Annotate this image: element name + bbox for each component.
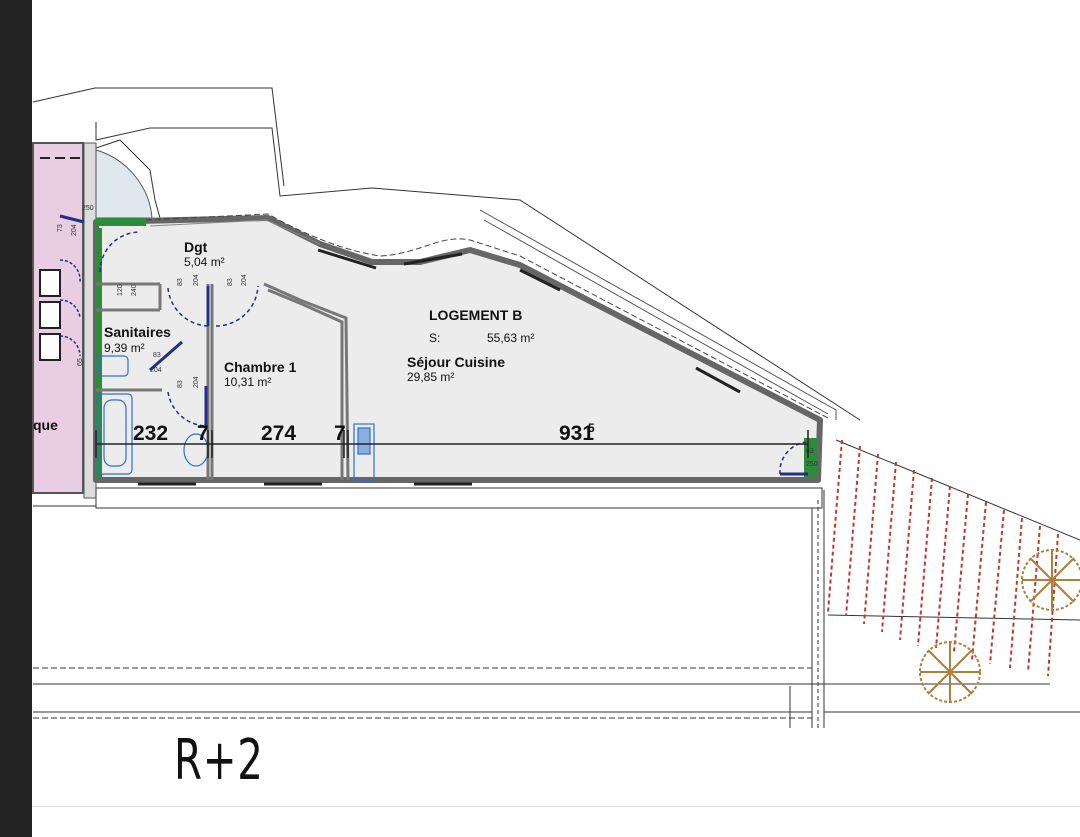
door-mark: 83 xyxy=(177,278,184,286)
door-mark: 83 xyxy=(177,380,184,388)
dimension-931-sup: 5 xyxy=(588,421,595,435)
room-area-sejour: 29,85 m² xyxy=(407,370,454,384)
door-mark: 204 xyxy=(71,224,78,236)
level-label: R+2 xyxy=(174,728,264,793)
tree-icon xyxy=(919,641,981,703)
door-mark: 83 xyxy=(227,278,234,286)
unit-floor xyxy=(93,215,823,483)
door-mark: 204 xyxy=(150,367,162,374)
door-mark: 120 xyxy=(117,284,124,296)
roof-outline xyxy=(32,87,285,187)
bottom-divider xyxy=(32,806,1080,807)
door-mark: 65 xyxy=(77,358,84,366)
door-mark: 63 xyxy=(806,448,814,455)
windows xyxy=(138,248,741,486)
room-name-sejour: Séjour Cuisine xyxy=(407,354,505,370)
dimension-274: 274 xyxy=(261,422,296,445)
dimension-931: 931 xyxy=(559,422,594,445)
storage xyxy=(39,269,61,361)
dimension-232: 232 xyxy=(133,422,168,445)
terrace-hatch xyxy=(827,439,1059,677)
unit-title: LOGEMENT B xyxy=(429,307,522,323)
room-name-sanitaires: Sanitaires xyxy=(104,324,171,340)
roof-band xyxy=(145,213,829,419)
door-mark: 250 xyxy=(806,461,818,468)
green-mark xyxy=(96,218,146,226)
room-area-chambre: 10,31 m² xyxy=(224,375,271,389)
room-area-dgt: 5,04 m² xyxy=(184,255,225,269)
door-mark: 204 xyxy=(193,376,200,388)
green-mark-left xyxy=(96,228,102,478)
surface-value: 55,63 m² xyxy=(487,331,534,345)
roof-outline-2 xyxy=(95,122,861,421)
door-leaves xyxy=(59,214,808,476)
door-mark: 204 xyxy=(241,274,248,286)
surface-label: S: xyxy=(429,331,440,345)
roof-curve xyxy=(95,139,161,219)
dimension-7b: 7 xyxy=(334,422,346,445)
door-mark: 204 xyxy=(193,274,200,286)
door-mark: 83 xyxy=(153,352,161,359)
doors xyxy=(59,231,807,475)
door-mark: 73 xyxy=(57,224,64,232)
tree-icon-2 xyxy=(1021,549,1080,611)
dimension-7a: 7 xyxy=(197,422,209,445)
void-area xyxy=(95,149,153,219)
door-mark: 240 xyxy=(131,284,138,296)
door-mark: 250 xyxy=(82,205,94,212)
neighbor-room-label: que xyxy=(33,417,58,433)
room-name-dgt: Dgt xyxy=(184,239,208,255)
screen-left-bar xyxy=(0,0,32,837)
fixtures xyxy=(97,355,375,481)
room-area-sanitaires: 9,39 m² xyxy=(104,341,145,355)
dimension-ticks xyxy=(95,430,809,458)
room-name-chambre: Chambre 1 xyxy=(224,359,297,375)
lower-zone xyxy=(33,439,1080,728)
